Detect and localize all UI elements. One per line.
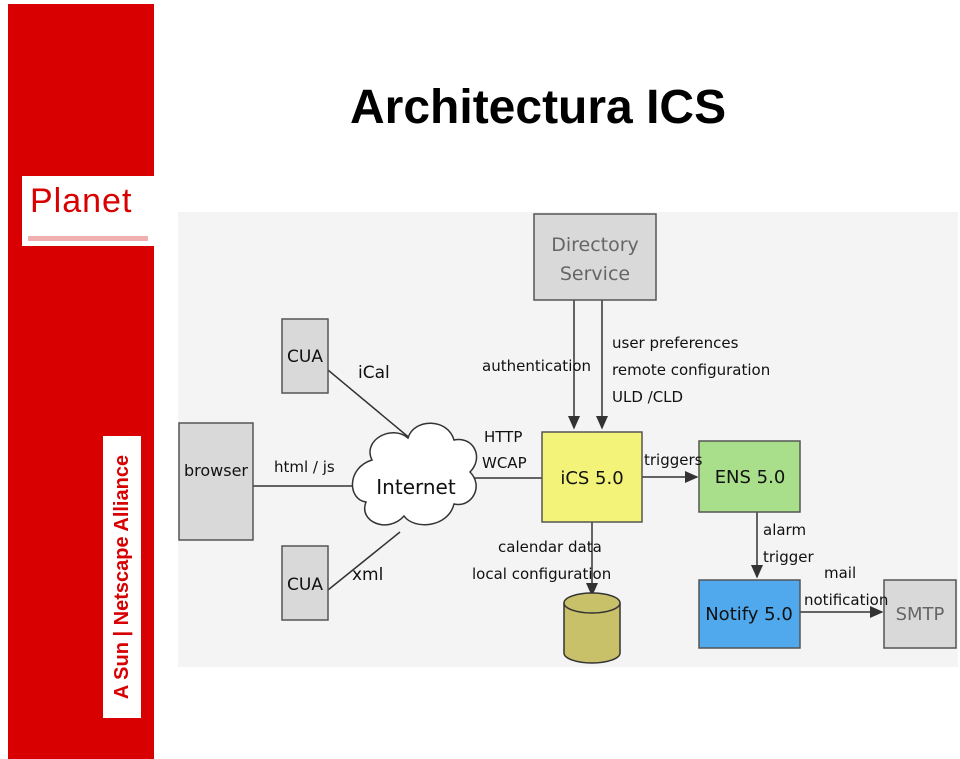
html-js-label: html / js (274, 458, 335, 476)
ical-label: iCal (358, 363, 390, 383)
calendar-data-label: calendar data (498, 538, 602, 556)
user-prefs-label-2: remote configuration (612, 361, 770, 379)
cua-top-label: CUA (287, 347, 323, 367)
local-config-label: local configuration (472, 565, 611, 583)
logo-tagline-bar (28, 236, 148, 241)
cua-bottom-line (327, 531, 401, 591)
user-prefs-label-3: ULD /CLD (612, 388, 683, 406)
cua-top-node: CUA (281, 318, 329, 394)
trigger-label: trigger (763, 548, 814, 566)
sidebar: Planet A Sun | Netscape Alliance (8, 4, 154, 759)
user-prefs-label-1: user preferences (612, 334, 739, 352)
alliance-banner: A Sun | Netscape Alliance (103, 436, 141, 718)
ens-node: ENS 5.0 (698, 440, 801, 513)
smtp-node: SMTP (883, 579, 957, 649)
notify-label: Notify 5.0 (705, 604, 793, 625)
browser-node: browser (178, 422, 254, 541)
internet-label: Internet (376, 475, 456, 499)
notify-node: Notify 5.0 (698, 579, 801, 649)
slide-title: Architectura ICS (350, 81, 727, 134)
mail-label: mail (824, 564, 856, 582)
ics-label: iCS 5.0 (560, 468, 623, 489)
internet-cloud-node: Internet (351, 422, 478, 526)
ens-label: ENS 5.0 (715, 467, 786, 488)
planet-logo: Planet (22, 176, 154, 246)
http-label: HTTP (484, 428, 522, 446)
smtp-label: SMTP (896, 604, 945, 625)
directory-service-node: Directory Service (533, 213, 657, 301)
cua-bottom-label: CUA (287, 575, 323, 595)
connectors (253, 288, 884, 618)
notification-label: notification (804, 591, 888, 609)
logo-text: Planet (30, 182, 133, 220)
browser-label: browser (184, 461, 248, 480)
database-icon (563, 592, 621, 664)
triggers-label: triggers (644, 451, 703, 469)
alarm-label: alarm (763, 521, 806, 539)
cua-top-line (327, 369, 413, 441)
xml-label: xml (352, 565, 383, 585)
ics-node: iCS 5.0 (541, 431, 643, 523)
cua-bottom-node: CUA (281, 545, 329, 621)
wcap-label: WCAP (482, 454, 527, 472)
directory-label-1: Directory (551, 234, 639, 256)
directory-label-2: Service (560, 263, 630, 285)
authentication-label: authentication (482, 357, 591, 375)
